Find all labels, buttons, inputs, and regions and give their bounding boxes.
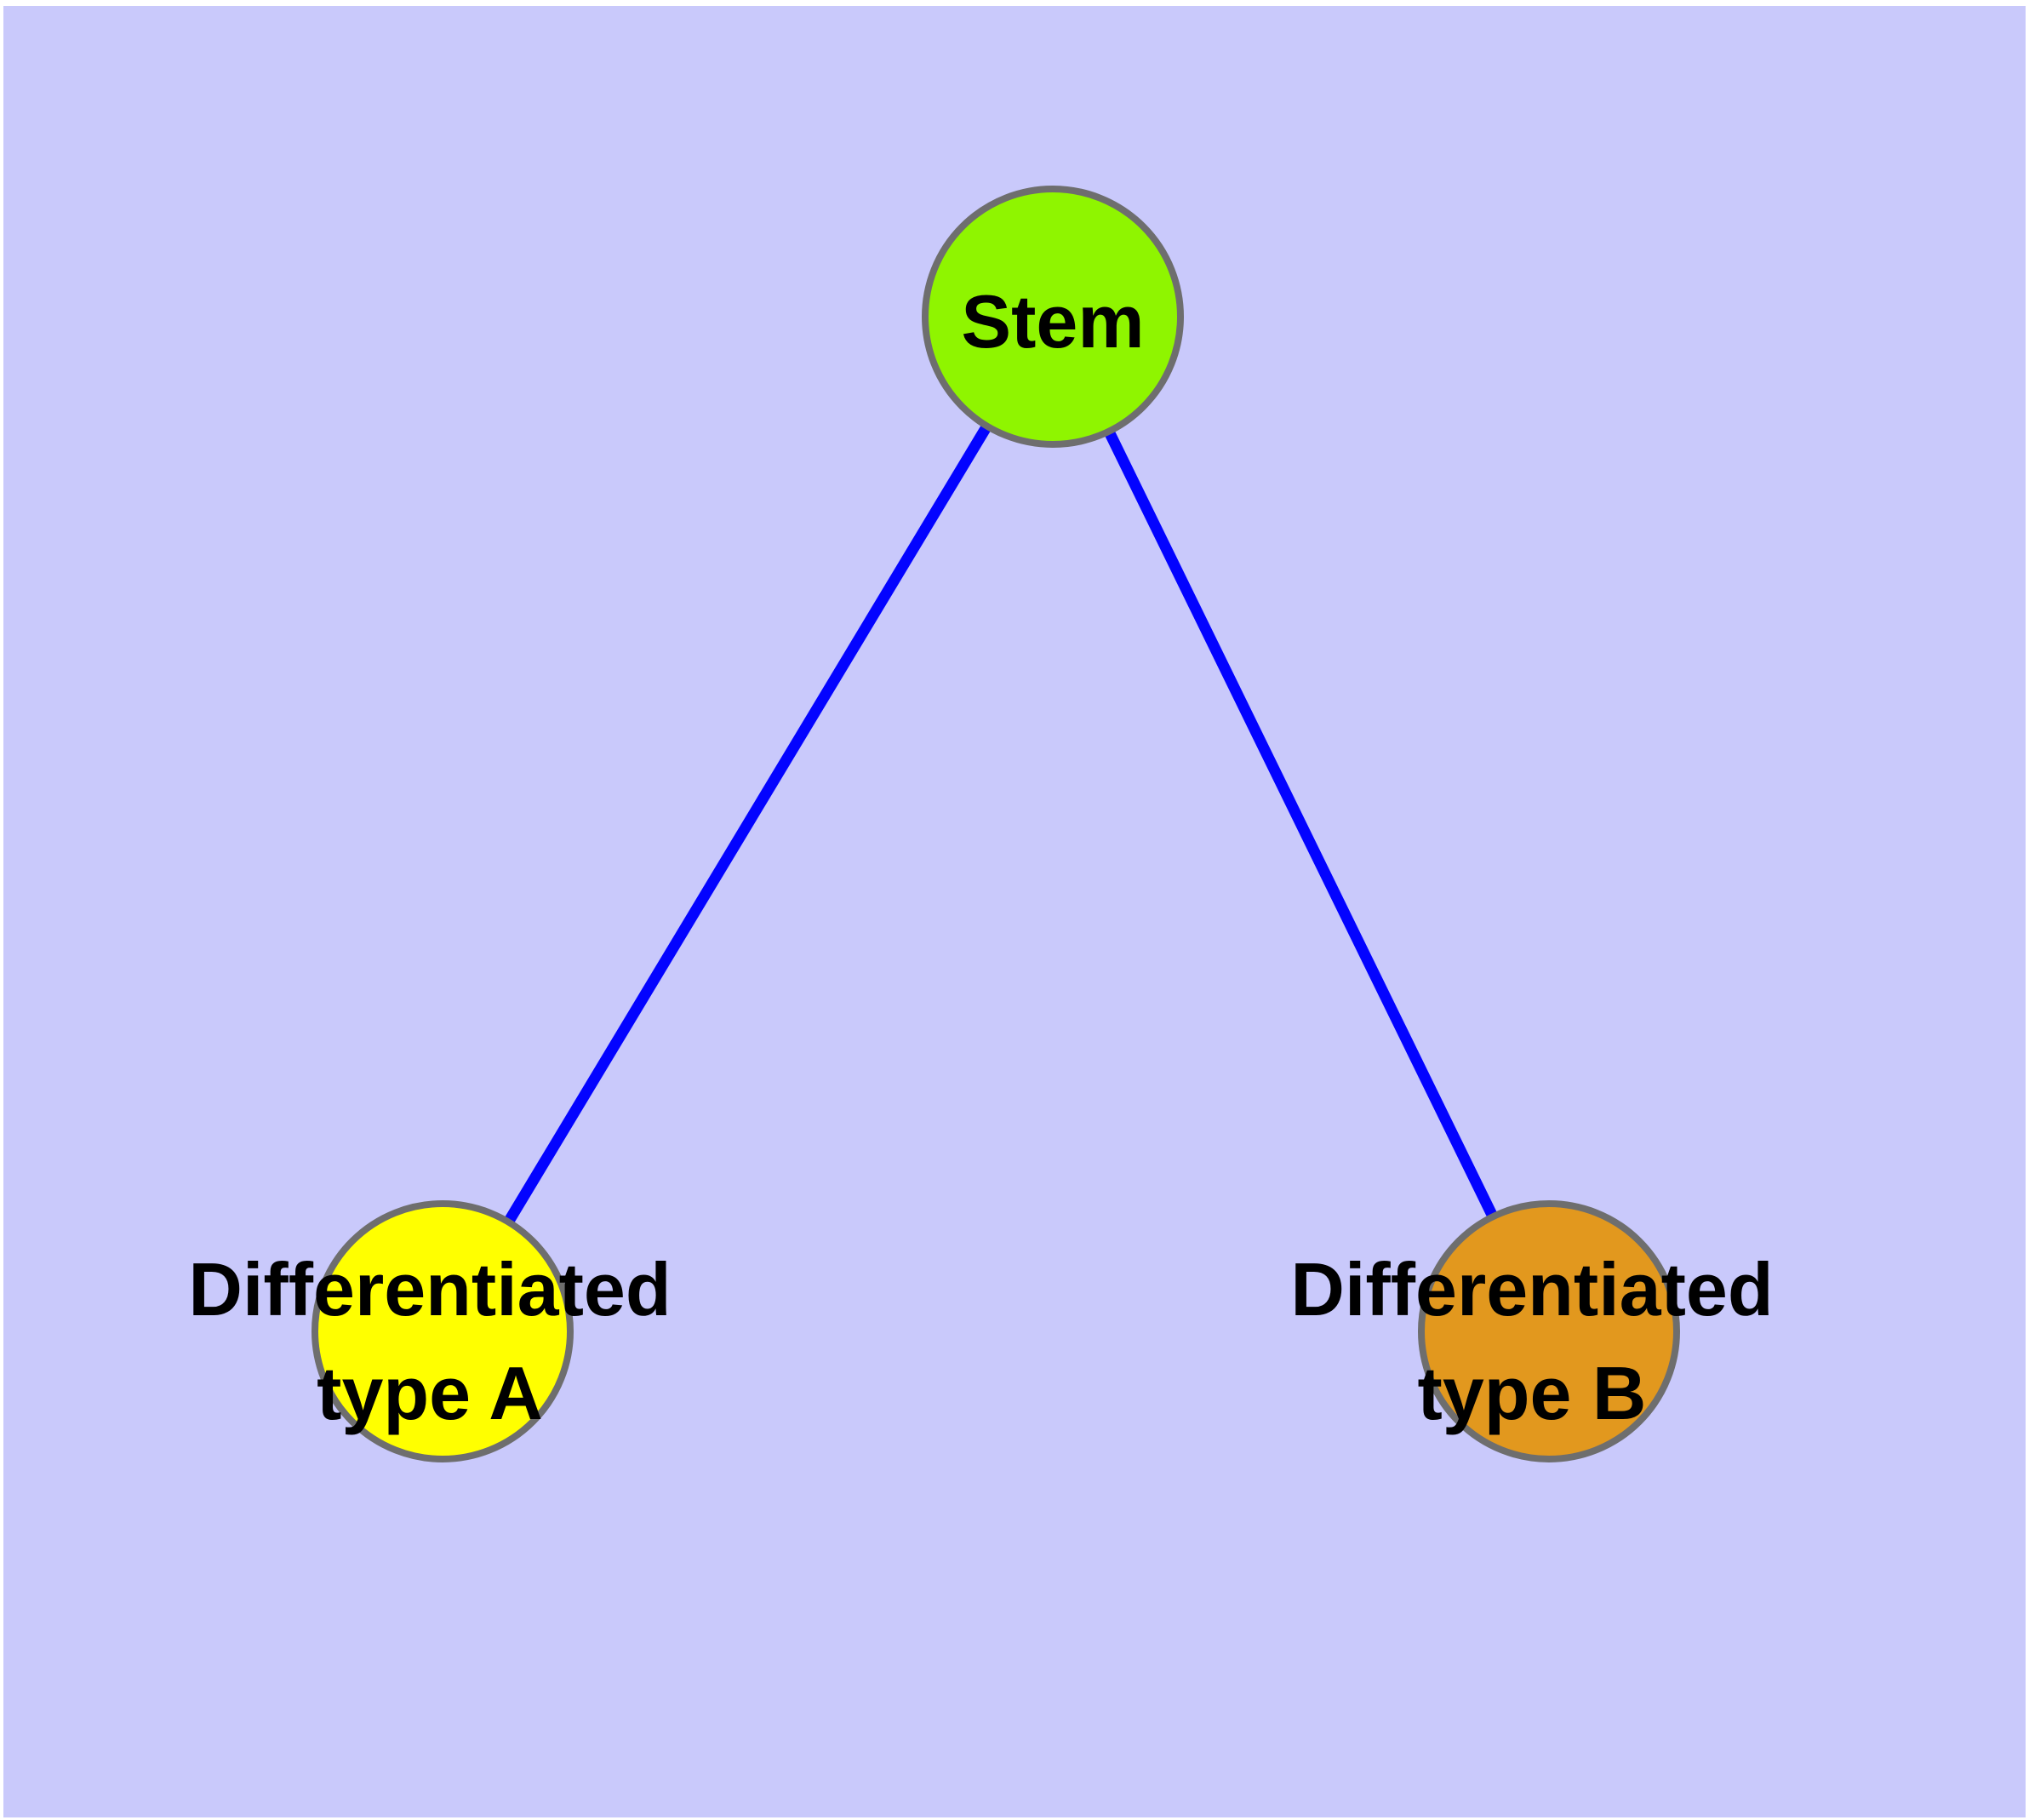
node-type-b-label-line2: type B [1418,1351,1647,1435]
edge-stem-to-type-a [437,313,1058,1335]
edge-stem-to-type-b [1048,314,1554,1334]
node-type-a-label-line2: type A [317,1351,543,1435]
node-type-a-circle [311,1200,574,1462]
node-type-b-label-line1: Differentiated [1290,1247,1773,1331]
node-stem-label: Stem [961,279,1144,363]
node-stem-circle [922,186,1184,448]
node-type-a-label-line1: Differentiated [188,1247,671,1331]
node-type-b-circle [1418,1200,1680,1462]
